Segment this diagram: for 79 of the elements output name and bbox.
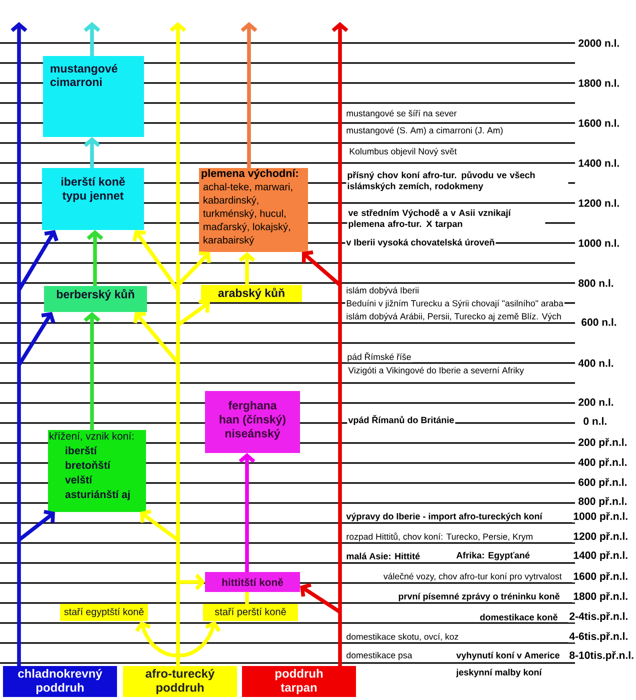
year-label: 0 n.l. — [582, 416, 608, 426]
year-label: 2000 n.l. — [577, 38, 621, 48]
year-label: 8-10tis.př.n.l. — [568, 650, 635, 662]
year-label: 1600 př.n.l. — [572, 572, 630, 582]
year-label: 1200 n.l. — [577, 198, 621, 208]
timeline-note: jeskynní malby koní — [455, 668, 543, 678]
year-label: 600 př.n.l. — [577, 478, 628, 488]
breed-box: plemena východní: achal-teke, marwari, kabardinský, turkménský, hucul, maďarský, lokajský, karabairský — [199, 168, 308, 252]
breed-box: staří perští koně — [203, 604, 298, 621]
timeline-note: Kolumbus objevil Nový svět — [348, 147, 458, 157]
timeline-note: mustangové se šíří na sever — [345, 109, 458, 119]
year-label: 1000 př.n.l. — [572, 512, 630, 522]
arrow — [302, 250, 342, 286]
arrow — [178, 621, 221, 658]
subspecies-box: chladnokrevný poddruh — [3, 666, 117, 697]
timeline-note: islám dobývá Arábii, Persii, Turecko aj země Blíz. Vých — [345, 312, 562, 322]
arrow — [133, 312, 180, 364]
timeline-note: válečné vozy, chov afro-tur koní pro vytrvalost — [382, 572, 563, 582]
breed-box: staří egyptští koně — [60, 604, 148, 621]
arrow — [300, 582, 342, 614]
breed-box: arabský kůň — [201, 285, 302, 302]
timeline-note: Vizigóti a Vikingové do Iberie a severní Afriky — [347, 366, 525, 376]
arrow — [332, 22, 348, 666]
year-label: 1400 n.l. — [577, 158, 621, 168]
timeline-note: malá Asie: Hittité — [345, 552, 422, 560]
arrow — [84, 312, 100, 430]
arrow — [135, 621, 178, 658]
arrow — [178, 574, 205, 590]
year-label: 4-6tis.př.n.l. — [568, 632, 630, 642]
timeline-note: pád Římské říše — [346, 352, 412, 362]
timeline-note: výpravy do Iberie - import afro-tureckých koní — [345, 512, 544, 522]
timeline-note: domestikace psa — [345, 651, 414, 661]
year-label: 200 př.n.l. — [577, 438, 628, 448]
year-label: 1000 n.l. — [577, 238, 621, 248]
breed-box: hittitští koně — [205, 572, 300, 592]
arrow — [18, 510, 55, 542]
timeline-note: mustangové (S. Am) a cimarroni (J. Am) — [345, 126, 504, 136]
timeline-note: vpád Římanů do Británie — [347, 414, 456, 426]
year-label: 1800 n.l. — [577, 78, 621, 88]
year-label: 1600 n.l. — [577, 118, 621, 128]
timeline-note: Beduíni v jižním Turecku a Sýrii chovají "asilního" araba — [345, 299, 564, 309]
timeline-note: rozpad Hittitů, chov koní: Turecko, Persie, Krym — [345, 532, 534, 542]
timeline-note: Afrika: Egypťané — [455, 551, 531, 561]
timeline-note: v Iberii vysoká chovatelská úroveň — [345, 238, 496, 248]
timeline-note: ve středním Východě a v Asii vznikají plemena afro-tur. X tarpan — [347, 208, 546, 230]
arrow — [86, 230, 104, 286]
breed-box: iberští koně typu jennet — [42, 168, 144, 230]
arrow — [140, 510, 180, 542]
arrow — [176, 299, 210, 327]
timeline-note: domestikace koně — [478, 613, 559, 621]
year-label: 800 n.l. — [577, 278, 615, 288]
arrow — [238, 453, 256, 572]
year-label: 1800 př.n.l. — [572, 592, 630, 602]
arrow — [84, 22, 100, 56]
year-label: 800 př.n.l. — [577, 496, 628, 508]
subspecies-box: poddruh tarpan — [242, 666, 356, 697]
year-label: 600 n.l. — [580, 318, 618, 326]
year-label: 200 n.l. — [577, 398, 615, 406]
timeline-note: domestikace skotu, ovcí, koz — [345, 632, 460, 642]
year-label: 2-4tis.př.n.l. — [568, 612, 630, 622]
breed-box: ferghana han (čínský) niseánský — [205, 391, 300, 453]
arrow — [84, 137, 100, 168]
timeline-note: přísný chov koní afro-tur. původu ve všech islámských zemích, rodokmeny — [346, 170, 568, 192]
year-label: 400 n.l. — [577, 358, 615, 368]
arrow — [238, 252, 256, 285]
breed-box: berberský kůň — [44, 286, 147, 312]
timeline-note: první písemné zprávy o tréninku koně — [397, 592, 561, 602]
timeline-note: islám dobývá Iberii — [345, 286, 420, 296]
breed-box: křížení, vznik koní: iberští bretoňští velští asturiánští aj — [48, 430, 146, 512]
arrow — [170, 22, 186, 666]
year-label: 1200 př.n.l. — [572, 532, 630, 542]
subspecies-box: afro-turecký poddruh — [123, 666, 237, 697]
breed-box: mustangové cimarroni — [43, 56, 144, 137]
arrow — [10, 22, 28, 666]
timeline-note: vyhynutí koní v Americe — [455, 651, 561, 661]
arrow — [240, 22, 258, 168]
year-label: 1400 př.n.l. — [572, 550, 630, 562]
year-label: 400 př.n.l. — [577, 458, 628, 468]
arrow — [176, 251, 211, 286]
